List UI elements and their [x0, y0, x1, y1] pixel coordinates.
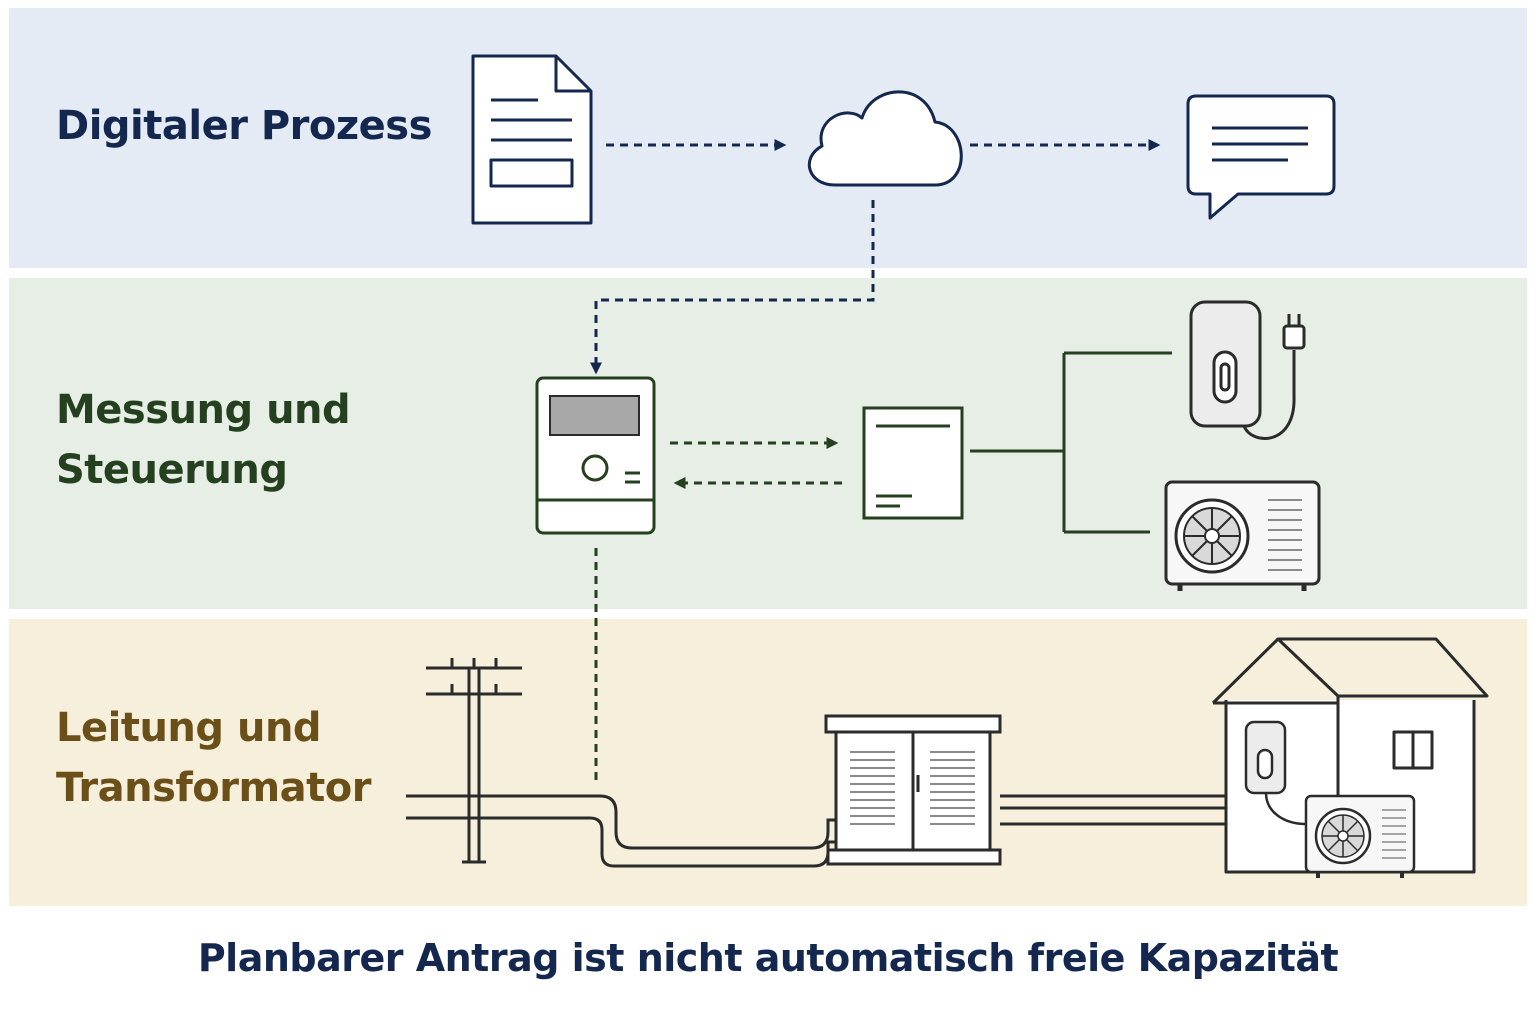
- document-icon: [471, 54, 593, 225]
- house-wallbox-icon: [1244, 720, 1307, 826]
- label-line-line1: Leitung und: [56, 705, 322, 751]
- label-line-transformer: Leitung und Transformator: [56, 698, 372, 818]
- cloud-icon: [807, 90, 963, 187]
- control-box-icon: [862, 406, 964, 520]
- label-digital-text: Digitaler Prozess: [56, 103, 432, 149]
- label-measure-line1: Messung und: [56, 387, 351, 433]
- caption: Planbarer Antrag ist nicht automatisch f…: [197, 936, 1339, 980]
- house-heat-pump-icon: [1304, 794, 1416, 878]
- power-line: [406, 794, 1226, 868]
- transformer-station-icon: [824, 714, 1002, 866]
- smart-meter-icon: [535, 376, 656, 535]
- label-measure-line2: Steuerung: [56, 447, 288, 493]
- label-line-line2: Transformator: [56, 765, 372, 811]
- connection-controller-to-devices: [970, 351, 1172, 534]
- power-pole-icon: [426, 658, 522, 864]
- arrow-cloud-to-meter: [590, 200, 875, 375]
- wallbox-charger-icon: [1189, 300, 1306, 440]
- chat-message-icon: [1186, 94, 1336, 220]
- label-measurement-control: Messung und Steuerung: [56, 380, 351, 500]
- label-digital-process: Digitaler Prozess: [56, 96, 432, 156]
- heat-pump-icon: [1164, 480, 1321, 591]
